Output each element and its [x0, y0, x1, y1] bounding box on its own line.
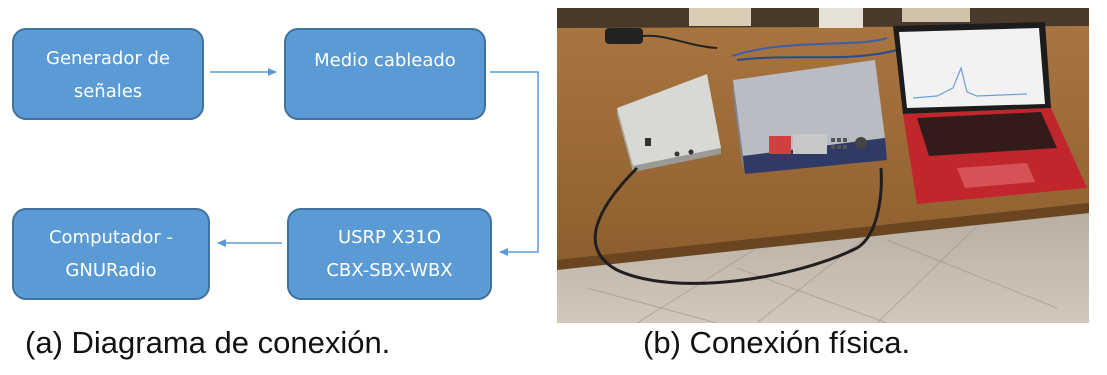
desk-photo — [557, 8, 1089, 323]
diagram-arrows — [210, 68, 539, 256]
caption-b: (b) Conexión física. — [643, 325, 911, 360]
usrp-device-icon — [617, 74, 721, 172]
usrp-box: USRP X31O CBX-SBX-WBX — [287, 208, 492, 300]
arrow-medio-to-usrp — [490, 71, 539, 256]
generador-box: Generador de señales — [12, 28, 204, 120]
medio-label: Medio cableado — [314, 50, 456, 71]
signal-generator-icon — [733, 60, 887, 174]
computador-box: Computador - GNURadio — [12, 208, 210, 300]
generador-label-1: Generador de — [46, 48, 170, 69]
usrp-label-1: USRP X31O — [337, 227, 442, 248]
computador-label-1: Computador - — [48, 227, 174, 248]
coax-cable-icon — [593, 166, 883, 285]
computador-label-2: GNURadio — [65, 260, 157, 281]
laptop-icon — [893, 22, 1087, 204]
generador-label-2: señales — [73, 81, 143, 102]
medio-cableado-box: Medio cableado — [284, 28, 486, 120]
caption-a: (a) Diagrama de conexión. — [25, 325, 391, 360]
usrp-label-2: CBX-SBX-WBX — [326, 260, 453, 281]
